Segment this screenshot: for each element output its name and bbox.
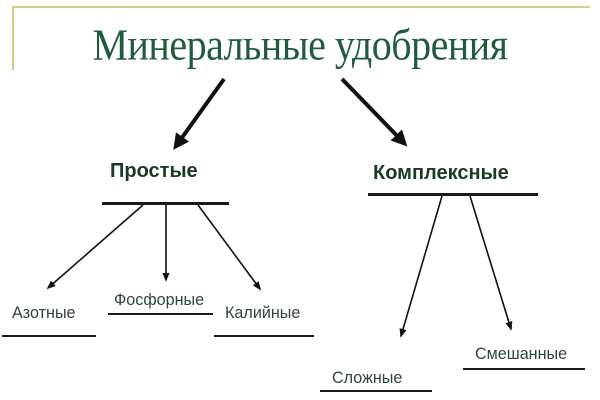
arrow-title-to-complex xyxy=(340,77,408,147)
arrow-complex-to-mixed xyxy=(469,195,513,331)
leaf-compound-label: Сложные xyxy=(332,368,403,387)
frame-top-border xyxy=(12,6,590,8)
category-complex-label: Комплексные xyxy=(373,162,509,184)
arrow-title-to-simple xyxy=(173,77,226,150)
leaf-mixed-underline xyxy=(463,368,585,370)
category-complex-underline xyxy=(368,193,538,196)
leaf-nitrogen-label: Азотные xyxy=(12,303,76,322)
leaf-mixed-label: Смешанные xyxy=(475,344,568,363)
frame-left-border xyxy=(12,6,14,70)
arrow-simple-to-potassium xyxy=(197,204,262,291)
leaf-potassium-underline xyxy=(214,335,314,337)
leaf-phosphorus-label: Фосфорные xyxy=(114,290,205,309)
leaf-compound-underline xyxy=(320,390,432,392)
category-simple-label: Простые xyxy=(110,160,198,182)
diagram-title: Минеральные удобрения xyxy=(92,20,508,70)
leaf-potassium-label: Калийные xyxy=(225,303,301,322)
leaf-nitrogen-underline xyxy=(2,335,96,337)
arrow-simple-to-nitrogen xyxy=(46,204,144,290)
leaf-phosphorus-underline xyxy=(108,313,213,315)
arrow-complex-to-compound xyxy=(399,195,443,338)
category-simple-underline xyxy=(102,202,229,205)
